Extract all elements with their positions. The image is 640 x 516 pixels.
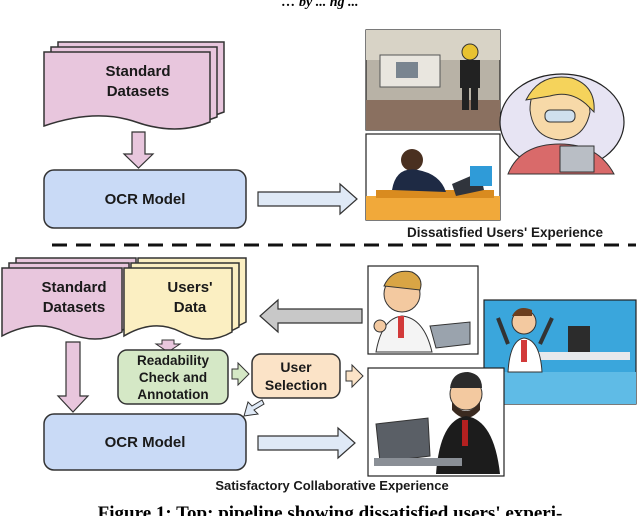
users-data-label-2: Data <box>174 299 207 316</box>
selection-to-ocr-arrow <box>243 399 265 417</box>
user-selection-label-1: User <box>280 359 312 375</box>
readability-box <box>117 349 229 405</box>
readability-label-3: Annotation <box>137 387 208 402</box>
top-datasets-label-2: Datasets <box>107 83 170 100</box>
top-ocr-label: OCR Model <box>105 191 186 208</box>
top-ocr-box <box>43 169 247 229</box>
top-datasets-label: Standard <box>105 63 170 80</box>
frustrated-woman-cartoon <box>499 73 625 175</box>
office-lego-photo <box>365 29 501 131</box>
bottom-right-arrow <box>257 426 356 460</box>
bottom-outcome-label: Satisfactory Collaborative Experience <box>215 478 448 493</box>
bottom-ocr-box <box>43 413 247 471</box>
happy-user-cartoon <box>367 265 479 355</box>
readability-label-2: Check and <box>139 370 207 385</box>
header-fragment: … by ... ng ... <box>282 0 359 10</box>
user-selection-label-2: Selection <box>265 377 327 393</box>
feedback-arrow <box>259 298 363 334</box>
top-outcome-label: Dissatisfied Users' Experience <box>407 225 604 240</box>
users-to-readability-arrow <box>154 339 182 353</box>
readability-label-1: Readability <box>137 353 210 368</box>
user-selection-box <box>251 353 341 399</box>
cheering-office-worker-cartoon <box>483 299 637 405</box>
readability-to-selection-arrow <box>231 361 250 387</box>
focused-man-laptop-cartoon <box>367 367 505 477</box>
bottom-datasets-stack: Standard Datasets <box>1 257 137 340</box>
bottom-datasets-label-2: Datasets <box>43 299 106 316</box>
stressed-man-laptop-photo <box>365 133 501 221</box>
bottom-datasets-label: Standard <box>41 279 106 296</box>
top-datasets-stack: Standard Datasets <box>43 41 225 130</box>
figure-caption-fragment: Figure 1: Top: pipeline showing dissatis… <box>98 503 563 516</box>
top-right-arrow <box>257 182 358 216</box>
users-data-stack: Users' Data <box>123 257 247 340</box>
bottom-down-arrow <box>56 341 90 413</box>
users-data-label: Users' <box>167 279 212 296</box>
top-down-arrow <box>122 131 155 169</box>
bottom-ocr-label: OCR Model <box>105 434 186 451</box>
selection-to-user-arrow <box>345 363 364 389</box>
